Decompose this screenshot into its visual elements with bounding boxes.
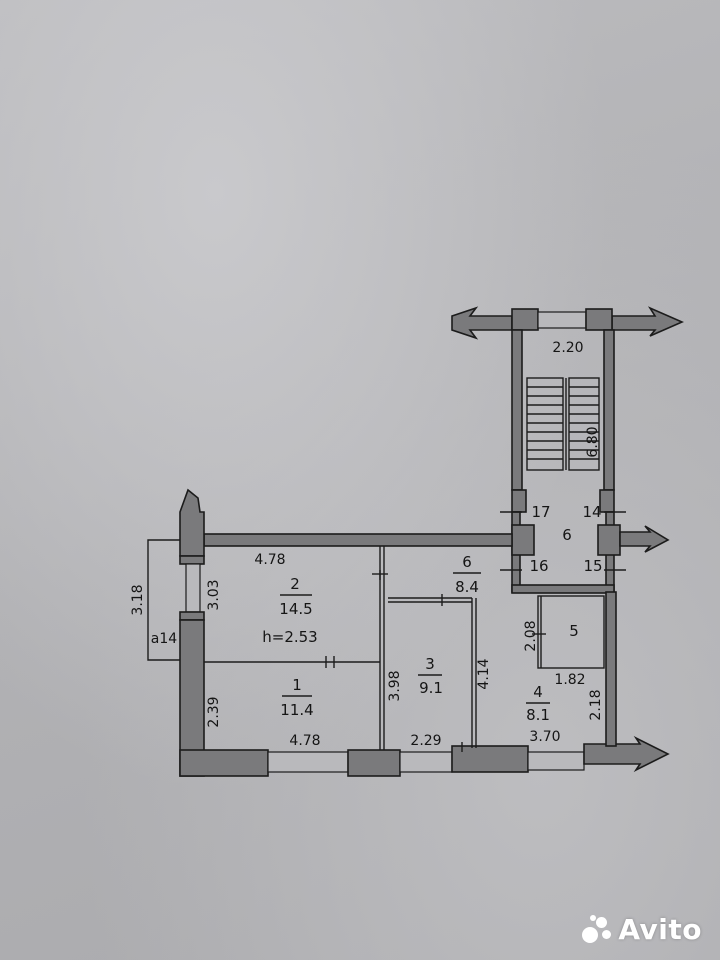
dim-room4-bottom: 3.70 bbox=[529, 729, 560, 745]
marker-a14: a14 bbox=[151, 631, 177, 647]
dim-room3-bottom: 2.29 bbox=[410, 733, 441, 749]
dim-room4-right: 2.18 bbox=[588, 689, 604, 720]
apartment-walls bbox=[147, 488, 670, 777]
dim-stair-length: 6.80 bbox=[585, 426, 601, 457]
marker-17: 17 bbox=[531, 503, 550, 521]
room-1-number: 1 bbox=[292, 676, 302, 694]
lobby-number: 6 bbox=[562, 526, 572, 544]
dim-room3-right: 4.14 bbox=[476, 658, 492, 689]
avito-watermark: Avito bbox=[582, 913, 702, 946]
dim-room2-side: 3.03 bbox=[206, 579, 222, 610]
room-1-area: 11.4 bbox=[280, 701, 313, 719]
dim-room2-top: 4.78 bbox=[254, 552, 285, 568]
room-4-number: 4 bbox=[533, 683, 543, 701]
avito-logo-icon bbox=[582, 914, 612, 945]
room-5-number: 5 bbox=[569, 622, 579, 640]
dim-stair-width: 2.20 bbox=[552, 340, 583, 356]
markers: a14 17 14 16 15 bbox=[151, 503, 603, 647]
room-2-number: 2 bbox=[290, 575, 300, 593]
dim-room5-width: 1.82 bbox=[554, 672, 585, 688]
dim-room1-side: 2.39 bbox=[206, 696, 222, 727]
marker-14: 14 bbox=[582, 503, 601, 521]
avito-wordmark: Avito bbox=[618, 913, 702, 946]
room-labels: 1 11.4 2 14.5 3 9.1 4 8.1 5 6 8.4 6 h=2.… bbox=[262, 526, 579, 724]
dim-room3-left: 3.98 bbox=[387, 670, 403, 701]
room-6-area: 8.4 bbox=[455, 578, 479, 596]
dim-room1-bottom: 4.78 bbox=[289, 733, 320, 749]
room-6-number: 6 bbox=[462, 553, 472, 571]
dimension-labels: 2.20 6.80 4.78 4.78 3.18 3.03 2.39 3.98 … bbox=[130, 340, 604, 749]
stair-steps bbox=[526, 377, 600, 471]
dim-left-total: 3.18 bbox=[130, 584, 146, 615]
room-4-area: 8.1 bbox=[526, 706, 550, 724]
marker-15: 15 bbox=[583, 557, 602, 575]
dim-room5-height: 2.08 bbox=[523, 620, 539, 651]
room-3-number: 3 bbox=[425, 655, 435, 673]
room-3-area: 9.1 bbox=[419, 679, 443, 697]
marker-16: 16 bbox=[529, 557, 548, 575]
room-2-area: 14.5 bbox=[279, 600, 312, 618]
ceiling-height: h=2.53 bbox=[262, 628, 317, 646]
stairwell bbox=[451, 306, 684, 594]
